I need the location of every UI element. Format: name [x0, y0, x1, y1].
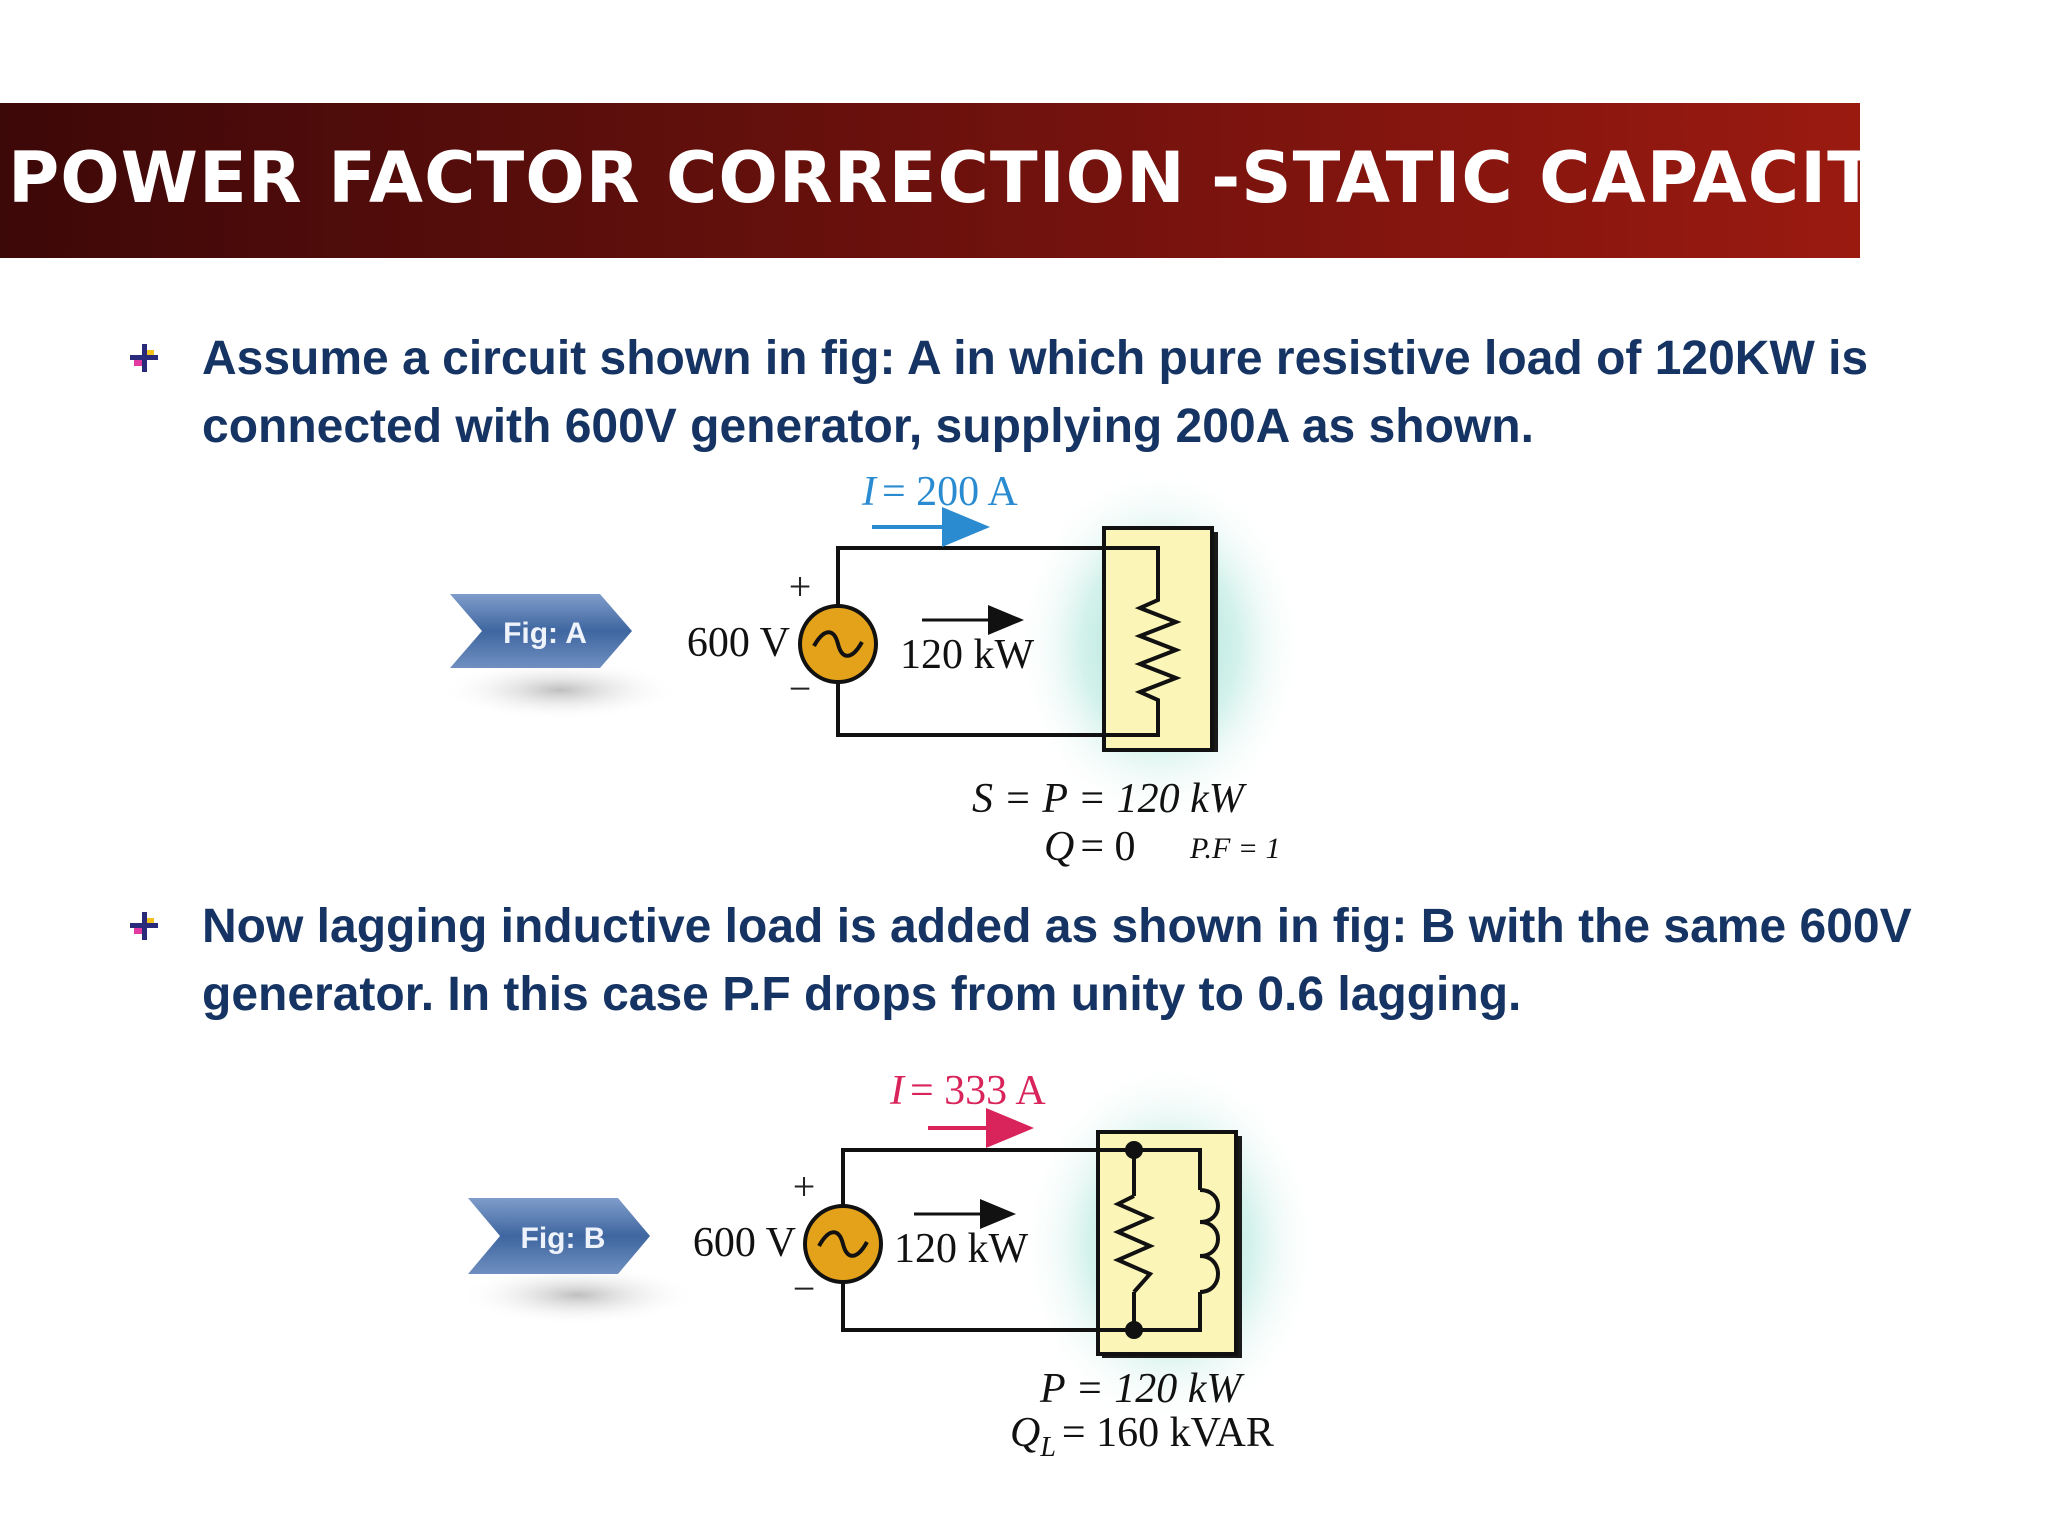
fig-a-load-lead-bottom — [1104, 712, 1160, 737]
fig-b-voltage: 600 V — [693, 1220, 796, 1266]
fig-b-eq2-symbol: Q — [1010, 1410, 1040, 1456]
fig-b-node-bottom — [1125, 1321, 1143, 1339]
fig-a: Fig: A + − 600 V 120 kW I= 200 A S = P =… — [440, 465, 1305, 870]
fig-a-power: 120 kW — [900, 632, 1035, 678]
fig-a-tag-label: Fig: A — [503, 617, 587, 650]
fig-b-eq2-subscript: L — [1039, 1432, 1056, 1463]
fig-b-tag-label: Fig: B — [521, 1222, 606, 1255]
fig-b-current-symbol: I — [889, 1068, 906, 1114]
fig-b-resistor — [1113, 1194, 1155, 1294]
plus-bullet-icon — [130, 912, 158, 940]
fig-a-eq2-value: = 0 — [1080, 824, 1135, 870]
fig-b-power: 120 kW — [894, 1226, 1029, 1272]
slide-title: POWER FACTOR CORRECTION -STATIC CAPACITO… — [8, 137, 1860, 219]
fig-b-tag-shadow — [458, 1265, 698, 1325]
fig-a-tag-shadow — [440, 660, 680, 720]
bullet-text-1: Assume a circuit shown in fig: A in whic… — [202, 332, 1869, 453]
fig-b-minus: − — [793, 1266, 816, 1311]
fig-a-eq2: Q= 0 — [1044, 824, 1136, 870]
fig-b-plus: + — [793, 1164, 816, 1209]
fig-a-current-value: = 200 A — [882, 469, 1018, 515]
fig-b-node-top — [1125, 1141, 1143, 1159]
fig-b-eq2: QL= 160 kVAR — [1010, 1410, 1274, 1463]
fig-a-minus: − — [789, 666, 812, 711]
fig-a-wire-bottom — [836, 678, 1108, 737]
fig-a-tag — [450, 594, 632, 668]
fig-a-pf: P.F = 1 — [1189, 832, 1281, 865]
fig-a-voltage: 600 V — [687, 620, 790, 666]
fig-b-tag — [468, 1198, 650, 1274]
fig-b-wire-bottom — [841, 1278, 1100, 1332]
fig-b-current-value: = 333 A — [910, 1068, 1046, 1114]
fig-b-current: I= 333 A — [889, 1068, 1046, 1114]
fig-b-sine-icon — [817, 1230, 869, 1258]
fig-a-eq2-symbol: Q — [1044, 824, 1074, 870]
fig-a-current-symbol: I — [861, 469, 878, 515]
plus-bullet-icon — [130, 344, 158, 372]
fig-a-load-lead-top — [1104, 546, 1160, 590]
fig-a-resistor — [1134, 590, 1182, 712]
fig-b-wire-top — [841, 1148, 1100, 1210]
fig-a-eq1: S = P = 120 kW — [972, 776, 1248, 822]
bullet-text-2: Now lagging inductive load is added as s… — [202, 900, 1912, 1021]
fig-b: Fig: B + − 600 V 120 kW I= 333 A P = 120… — [458, 1060, 1320, 1463]
fig-b-inductor — [1199, 1188, 1220, 1294]
fig-a-plus: + — [789, 564, 812, 609]
fig-a-wire-top — [836, 546, 1108, 612]
fig-b-eq2-value: = 160 kVAR — [1062, 1410, 1274, 1456]
fig-a-sine-icon — [812, 630, 864, 658]
title-bar: POWER FACTOR CORRECTION -STATIC CAPACITO… — [0, 103, 1860, 258]
fig-b-eq1: P = 120 kW — [1039, 1366, 1245, 1412]
fig-b-load-box — [1096, 1130, 1238, 1356]
fig-a-current: I= 200 A — [861, 469, 1018, 515]
